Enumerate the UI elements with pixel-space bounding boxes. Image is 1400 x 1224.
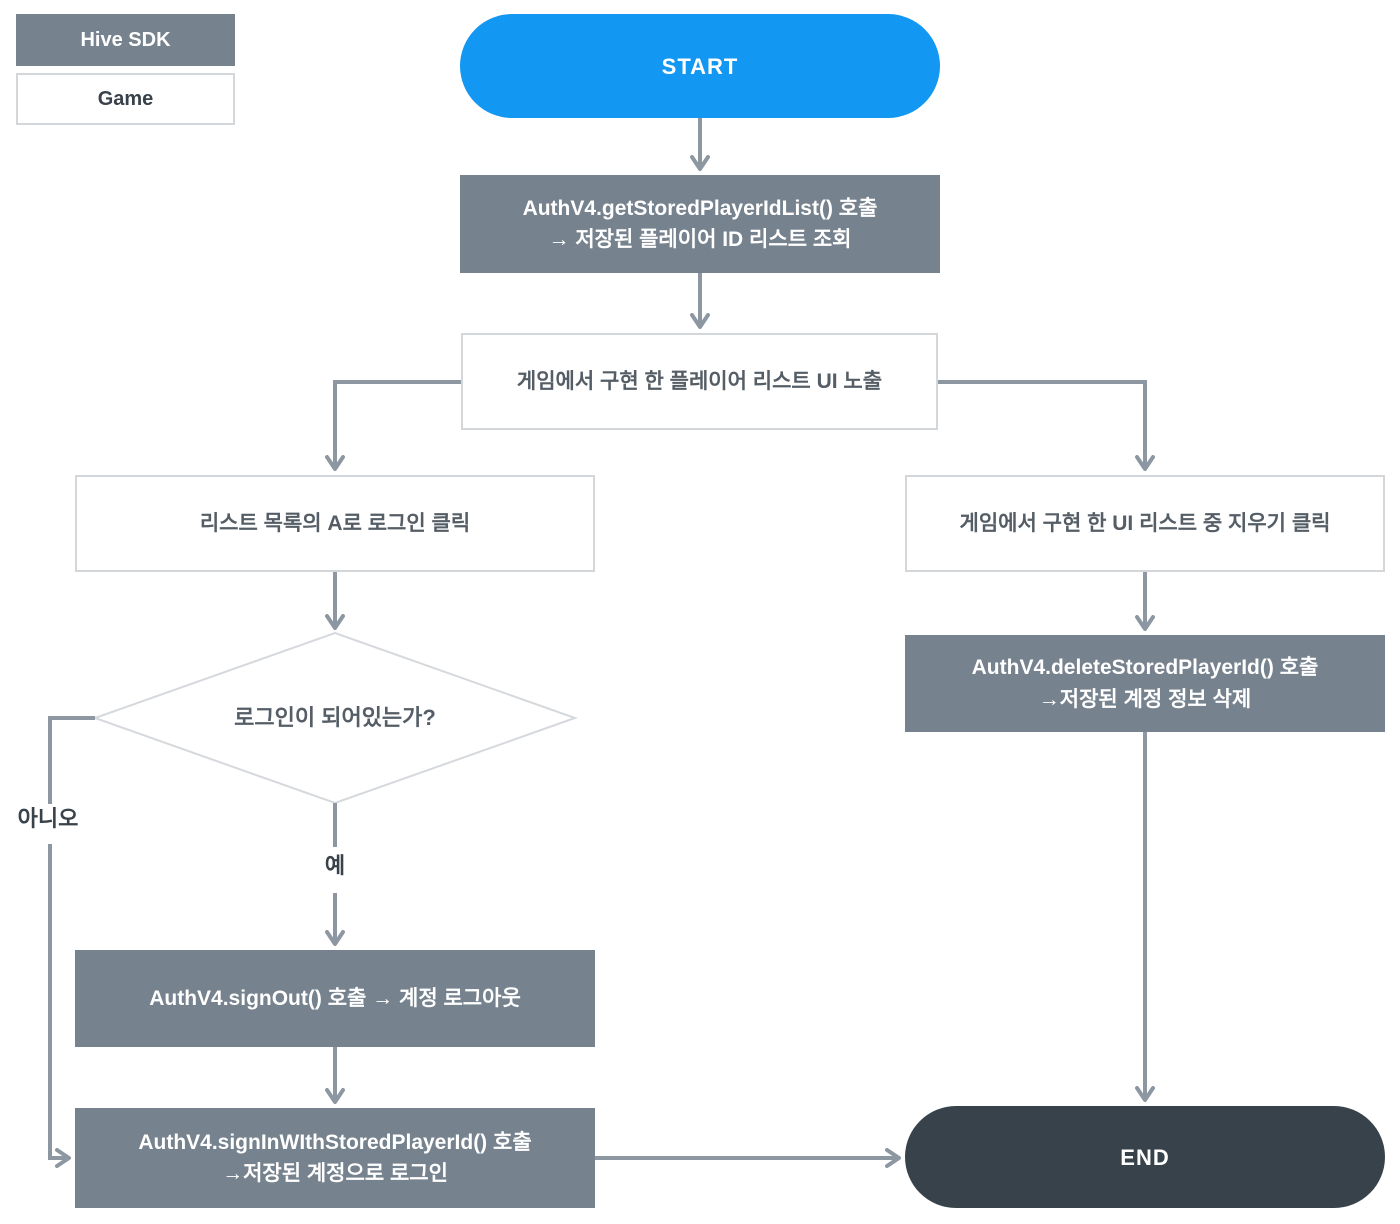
delete-click-label: 게임에서 구현 한 UI 리스트 중 지우기 클릭 [959, 511, 1331, 535]
sign-in-line2: →저장된 계정으로 로그인 [222, 1162, 448, 1185]
legend-game: Game [16, 73, 235, 125]
edge-label-yes: 예 [324, 853, 346, 878]
legend-hive-sdk: Hive SDK [16, 14, 235, 66]
delete-click-node: 게임에서 구현 한 UI 리스트 중 지우기 클릭 [905, 475, 1385, 572]
player-list-ui-label: 게임에서 구현 한 플레이어 리스트 UI 노출 [516, 369, 883, 393]
sign-in-line1: AuthV4.signInWIthStoredPlayerId() 호출 [138, 1130, 532, 1154]
get-stored-line1: AuthV4.getStoredPlayerIdList() 호출 [522, 196, 878, 220]
start-label: START [661, 53, 739, 79]
edge-decision-no-lower [48, 844, 71, 1168]
login-click-node: 리스트 목록의 A로 로그인 클릭 [75, 475, 595, 572]
edge-label-no: 아니오 [17, 806, 79, 831]
delete-stored-line1: AuthV4.deleteStoredPlayerId() 호출 [971, 656, 1319, 679]
end-node: END [905, 1106, 1385, 1208]
delete-stored-player-id-node: AuthV4.deleteStoredPlayerId() 호출 →저장된 계정… [905, 635, 1385, 732]
start-node: START [460, 14, 940, 118]
player-list-ui-node: 게임에서 구현 한 플레이어 리스트 UI 노출 [461, 333, 938, 430]
sign-in-stored-player-node: AuthV4.signInWIthStoredPlayerId() 호출 →저장… [75, 1108, 595, 1208]
legend-game-label: Game [97, 88, 154, 110]
login-check-label: 로그인이 되어있는가? [234, 705, 436, 730]
edge-ui-to-login-click [325, 380, 461, 471]
login-check-decision: 로그인이 되어있는가? [135, 707, 535, 729]
get-stored-player-id-list-node: AuthV4.getStoredPlayerIdList() 호출 → 저장된 … [460, 175, 940, 273]
sign-out-label: AuthV4.signOut() 호출 → 계정 로그아웃 [149, 986, 521, 1010]
delete-stored-line2: →저장된 계정 정보 삭제 [1038, 687, 1252, 711]
get-stored-line2: → 저장된 플레이어 ID 리스트 조회 [548, 228, 852, 251]
sign-out-node: AuthV4.signOut() 호출 → 계정 로그아웃 [75, 950, 595, 1047]
edge-decision-no-upper [48, 716, 95, 804]
login-click-label: 리스트 목록의 A로 로그인 클릭 [199, 511, 471, 535]
end-label: END [1120, 1144, 1170, 1170]
edge-ui-to-delete-click [938, 380, 1155, 471]
legend-hive-sdk-label: Hive SDK [80, 29, 171, 51]
